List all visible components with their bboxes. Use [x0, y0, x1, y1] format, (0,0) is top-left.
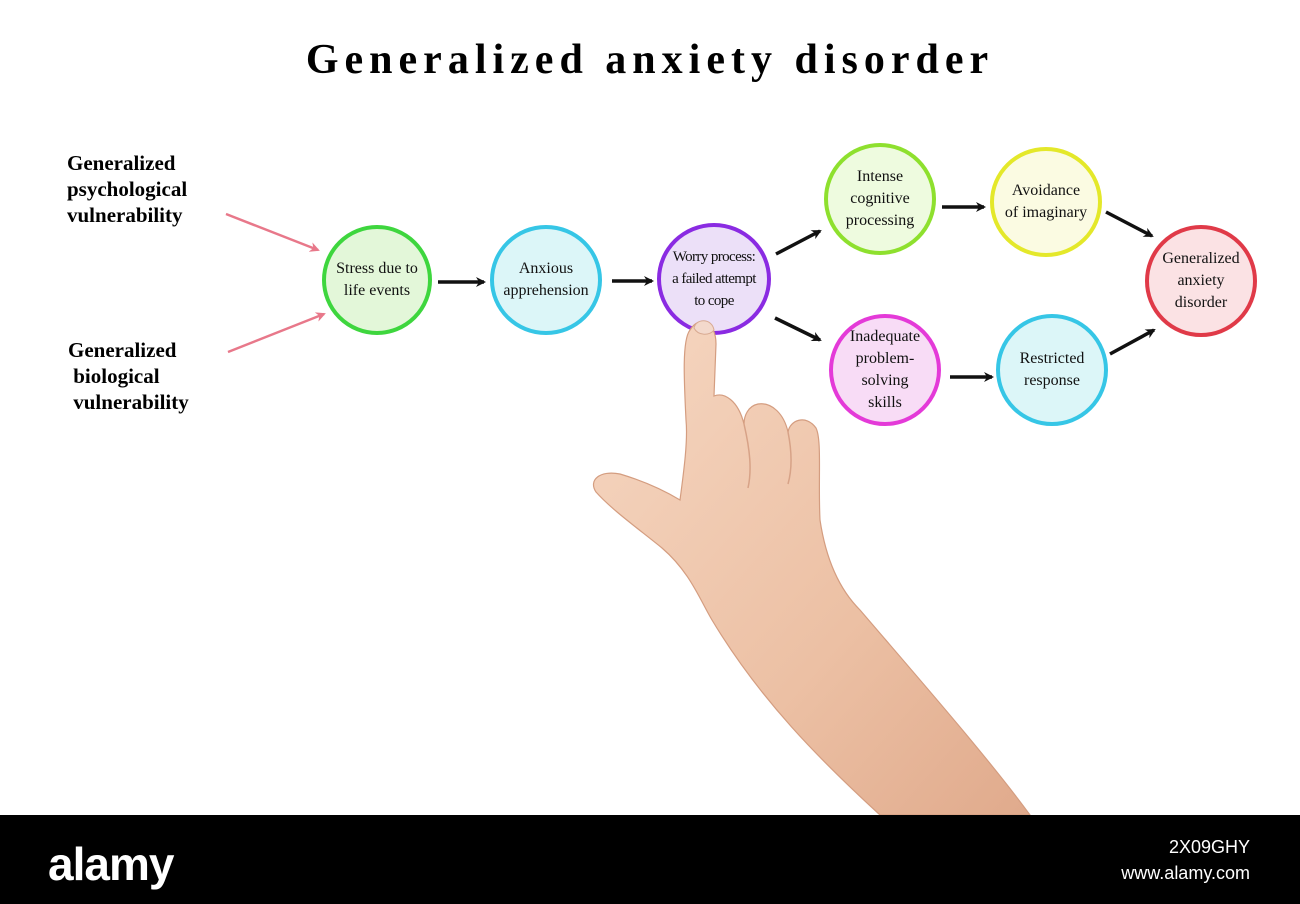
arrow-bio-to-stress — [227, 312, 326, 354]
node-stress-life-events: Stress due to life events — [322, 225, 432, 335]
arrow-psych-to-stress — [225, 212, 320, 252]
hand-knuckle-shade — [743, 423, 792, 489]
node-cognitive-line-1: Intense — [856, 168, 904, 185]
input-bio-line-1: Generalized — [68, 338, 177, 362]
input-psych-line-3: vulnerability — [67, 203, 183, 227]
node-worry-line-1: Worry process: — [672, 249, 756, 265]
pointing-hand-image — [592, 320, 1031, 815]
node-inadequate-problem-solving: Inadequate problem- solving skills — [829, 314, 941, 426]
site-url: www.alamy.com — [1121, 863, 1250, 883]
node-worry-line-3: to cope — [694, 293, 734, 309]
arrow-avoidance-to-gad — [1105, 210, 1154, 238]
node-stress-line-2: life events — [343, 282, 411, 299]
diagram-title: Generalized anxiety disorder — [305, 37, 995, 83]
hand-forearm — [592, 321, 1031, 815]
node-anxious-apprehension: Anxious apprehension — [490, 225, 602, 335]
node-generalized-anxiety-disorder: Generalized anxiety disorder — [1145, 225, 1257, 337]
input-bio-line-3: vulnerability — [68, 390, 189, 414]
node-avoidance-of-imaginary: Avoidance of imaginary — [990, 147, 1102, 257]
alamy-logo: alamy — [48, 838, 174, 890]
node-problem-line-2: problem- — [855, 350, 915, 367]
node-apprehension-line-2: apprehension — [503, 282, 589, 299]
input-psych-line-2: psychological — [67, 177, 188, 201]
node-restricted-line-2: response — [1024, 372, 1080, 389]
arrow-worry-to-cognitive — [775, 229, 822, 256]
node-gad-line-3: disorder — [1174, 294, 1228, 311]
hand-fingernail — [693, 320, 715, 335]
image-id: 2X09GHY — [1168, 837, 1250, 857]
node-avoidance-line-1: Avoidance — [1011, 182, 1081, 199]
node-apprehension-line-1: Anxious — [518, 260, 574, 277]
input-psychological-vulnerability: Generalized psychological vulnerability — [67, 150, 187, 228]
node-restricted-line-1: Restricted — [1019, 350, 1085, 367]
arrow-restricted-to-gad — [1109, 328, 1156, 356]
input-psych-line-1: Generalized — [67, 151, 176, 175]
diagram-connectors — [225, 202, 1156, 382]
input-biological-vulnerability: Generalized biological vulnerability — [68, 337, 189, 415]
node-cognitive-line-2: cognitive — [850, 190, 910, 207]
node-restricted-response: Restricted response — [996, 314, 1108, 426]
node-worry-line-2: a failed attempt — [672, 271, 756, 287]
arrow-worry-to-problem-solving — [774, 316, 822, 342]
node-stress-line-1: Stress due to — [336, 260, 418, 277]
node-worry-process: Worry process: a failed attempt to cope — [657, 223, 771, 335]
node-gad-line-2: anxiety — [1177, 272, 1225, 289]
node-problem-line-1: Inadequate — [849, 328, 921, 345]
node-problem-line-4: skills — [868, 394, 902, 411]
node-avoidance-line-2: of imaginary — [1004, 204, 1088, 221]
node-problem-line-3: solving — [861, 372, 909, 389]
node-cognitive-line-3: processing — [845, 212, 915, 229]
node-gad-line-1: Generalized — [1162, 250, 1240, 267]
input-bio-line-2: biological — [68, 364, 160, 388]
node-intense-cognitive-processing: Intense cognitive processing — [824, 143, 936, 255]
stock-watermark-bar: alamy 2X09GHY www.alamy.com — [0, 815, 1300, 904]
